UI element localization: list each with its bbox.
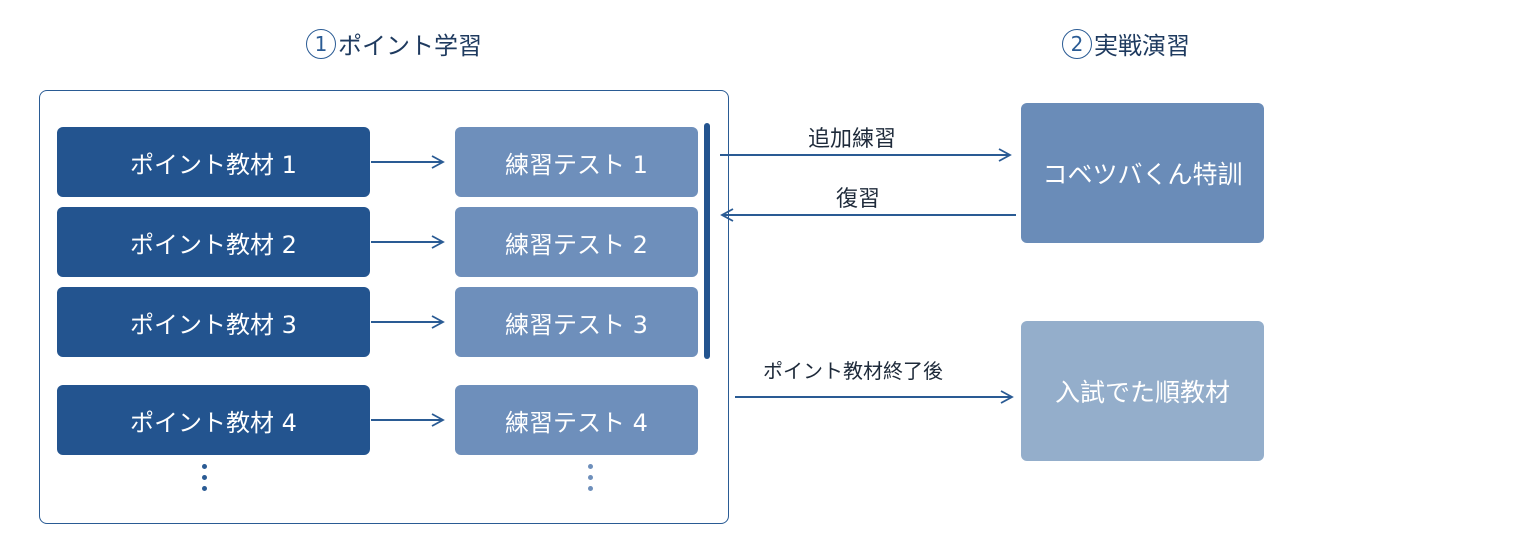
tests-ellipsis <box>588 464 593 491</box>
step-number-badge: 1 <box>306 28 336 59</box>
special-training-box: コベツバくん特訓 <box>1021 103 1264 243</box>
after-point-material-label: ポイント教材終了後 <box>763 359 943 383</box>
exam-material-box: 入試でた順教材 <box>1021 321 1264 461</box>
point-learning-title: 1 ポイント学習 <box>306 26 482 61</box>
practice-test-3: 練習テスト 3 <box>455 287 698 357</box>
practical-practice-title: 2 実戦演習 <box>1062 26 1190 61</box>
practice-test-2: 練習テスト 2 <box>455 207 698 277</box>
point-material-2: ポイント教材 2 <box>57 207 370 277</box>
point-material-1: ポイント教材 1 <box>57 127 370 197</box>
point-learning-title-text: ポイント学習 <box>338 32 482 60</box>
point-material-3: ポイント教材 3 <box>57 287 370 357</box>
practical-practice-title-text: 実戦演習 <box>1094 32 1190 60</box>
additional-practice-label: 追加練習 <box>808 127 897 152</box>
materials-ellipsis <box>202 464 207 491</box>
point-learning-group <box>39 90 729 524</box>
practice-test-1: 練習テスト 1 <box>455 127 698 197</box>
step-number-badge: 2 <box>1062 28 1092 59</box>
point-material-4: ポイント教材 4 <box>57 385 370 455</box>
review-label: 復習 <box>836 187 881 212</box>
practice-test-4: 練習テスト 4 <box>455 385 698 455</box>
